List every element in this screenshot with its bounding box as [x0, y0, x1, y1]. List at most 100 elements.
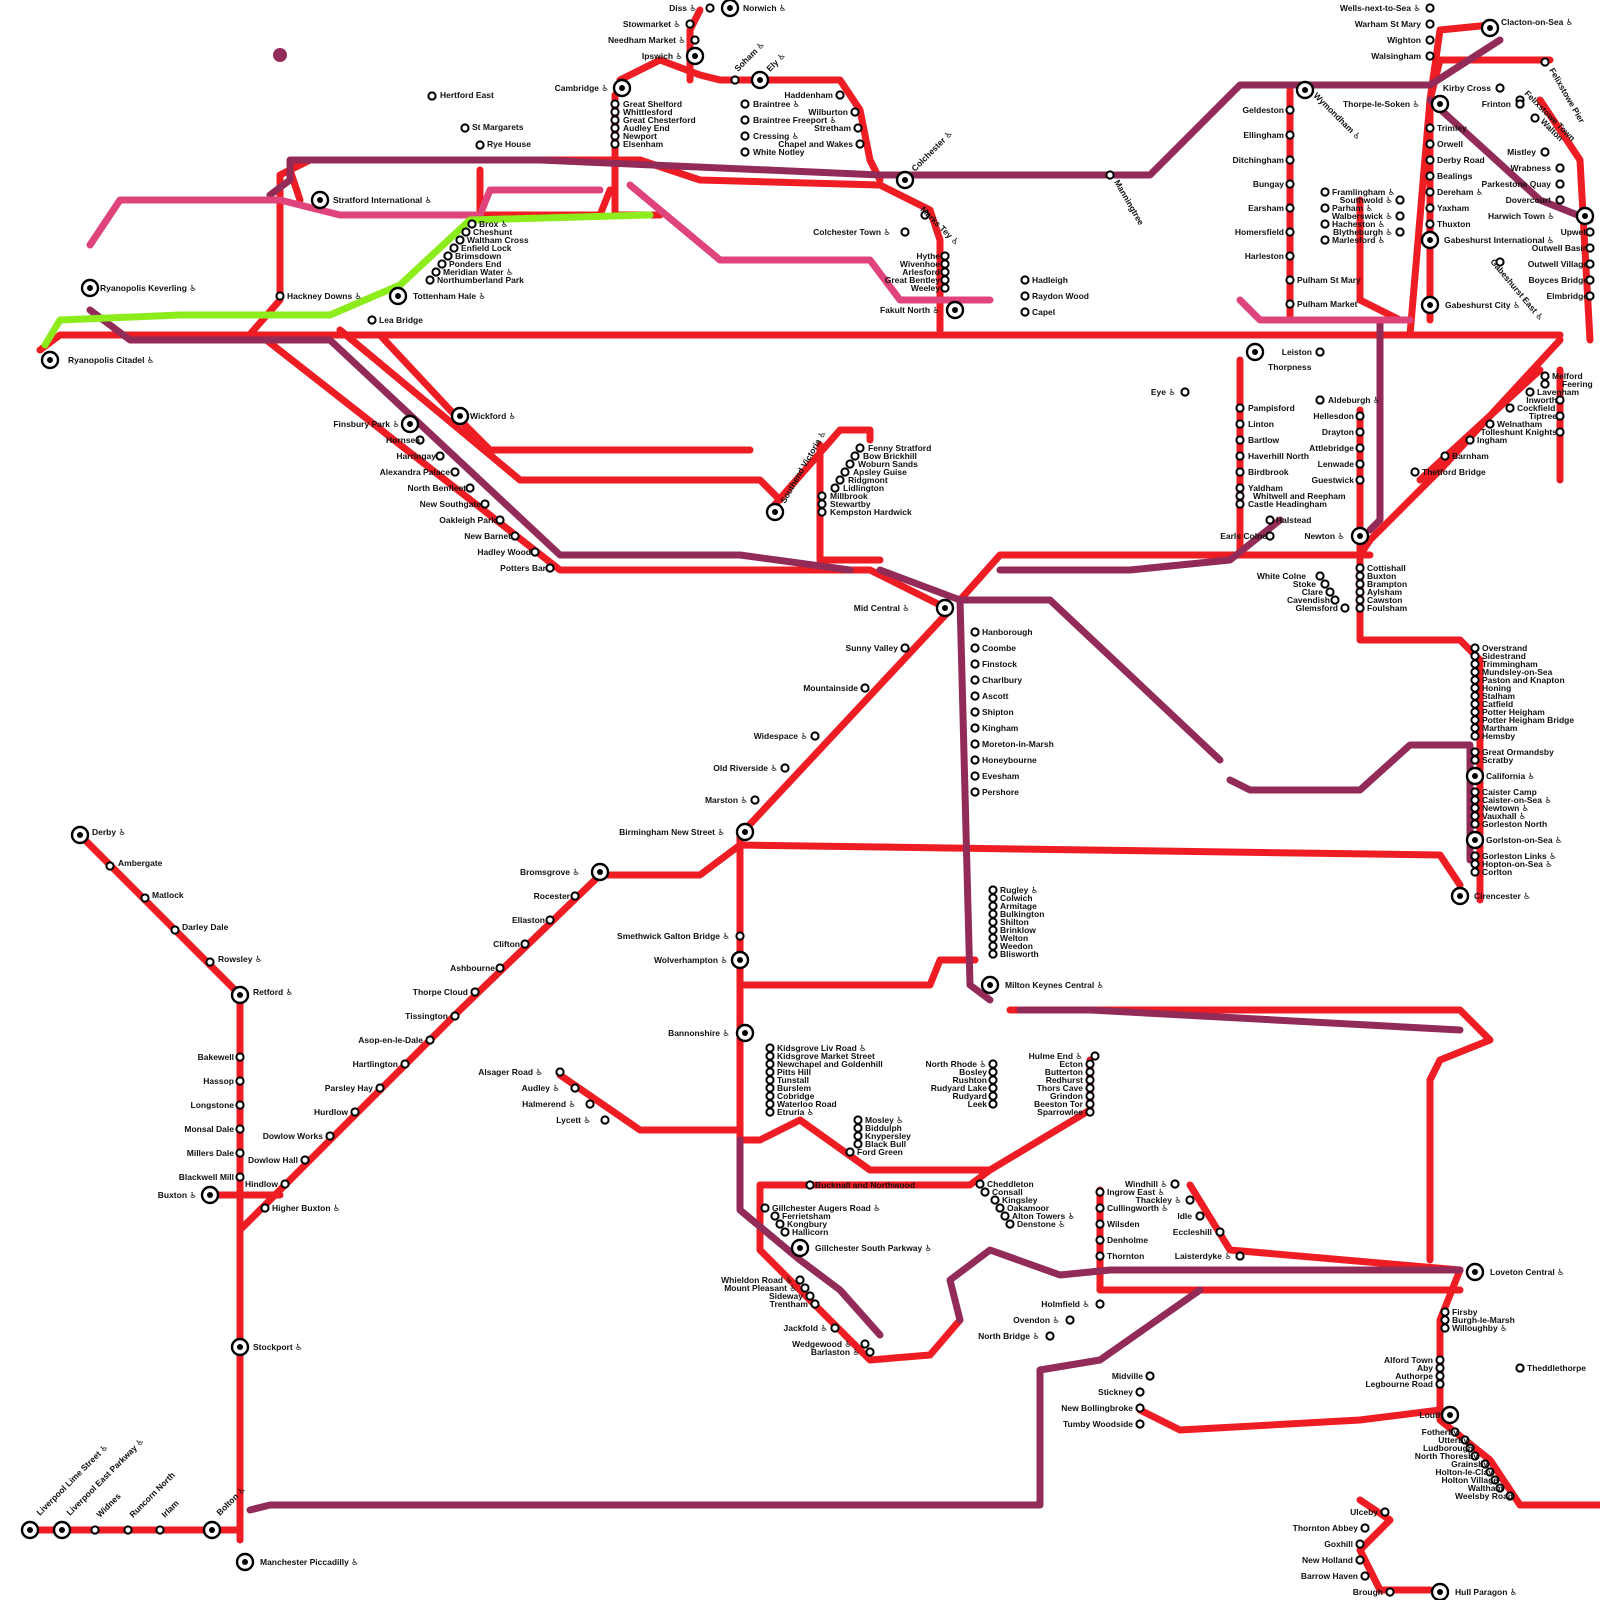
station-label-cambridge: Cambridge ♿ — [555, 83, 609, 93]
station-capel — [1020, 307, 1030, 317]
station-label-mundesley: Mundsley-on-Sea — [1482, 667, 1553, 677]
red-hull-line — [1356, 1496, 1434, 1594]
station-feering — [1540, 379, 1550, 389]
station-liverpooleast — [52, 1520, 72, 1540]
station-hemsby — [1470, 731, 1480, 741]
station-label-haverhill: Haverhill North — [1248, 451, 1309, 461]
station-label-coombe: Coombe — [982, 643, 1016, 653]
station-label-hartlington: Hartlington — [353, 1059, 398, 1069]
station-weelsby — [1505, 1491, 1515, 1501]
station-label-armitage: Armitage — [1000, 901, 1037, 911]
station-label-brox: Brox ♿ — [479, 219, 508, 229]
station-label-stretham: Stretham — [814, 123, 851, 133]
station-blackbull — [853, 1139, 863, 1149]
station-armitage — [988, 901, 998, 911]
red-derby-line — [76, 831, 244, 999]
station-bulkington — [988, 909, 998, 919]
station-label-foulsham: Foulsham — [1367, 603, 1408, 613]
station-label-midcentral: Mid Central ♿ — [854, 603, 910, 613]
station-caistercamp — [1470, 787, 1480, 797]
station-brampton — [1355, 579, 1365, 589]
station-label-longstone: Longstone — [191, 1100, 235, 1110]
station-label-hemsby: Hemsby — [1482, 731, 1515, 741]
station-waterloo — [765, 1099, 775, 1109]
station-sunnyvalley — [900, 643, 910, 653]
station-blytheburgh — [1395, 227, 1405, 237]
station-parkestone — [1555, 179, 1565, 189]
station-label-thorntonabbey: Thornton Abbey — [1293, 1523, 1359, 1533]
station-label-lidlington: Lidlington — [843, 483, 884, 493]
station-trimmingham — [1470, 659, 1480, 669]
station-label-moreton: Moreton-in-Marsh — [982, 739, 1054, 749]
station-label-bakewell: Bakewell — [198, 1052, 234, 1062]
station-thorscave — [1085, 1083, 1095, 1093]
station-label-overstrand: Overstrand — [1482, 643, 1527, 653]
station-catfield — [1470, 699, 1480, 709]
marker-dot — [273, 48, 287, 62]
station-bosley — [988, 1067, 998, 1077]
station-yaldham — [1235, 483, 1245, 493]
station-hurdlow — [350, 1107, 360, 1117]
station-label-cheshunt: Cheshunt — [473, 227, 512, 237]
station-label-wrabness: Wrabness — [1511, 163, 1552, 173]
station-aldeburgh — [1315, 395, 1325, 405]
station-charlbury — [970, 675, 980, 685]
station-label-aby: Aby — [1417, 1363, 1433, 1373]
station-northbenfleet — [465, 483, 475, 493]
station-consall — [980, 1187, 990, 1197]
station-goxhill — [1355, 1539, 1365, 1549]
station-label-stockport: Stockport ♿ — [253, 1342, 303, 1352]
station-authorpe — [1435, 1371, 1445, 1381]
station-chapelwakes — [855, 139, 865, 149]
station-label-higherbuxton: Higher Buxton ♿ — [272, 1203, 341, 1213]
station-label-aylsham: Aylsham — [1367, 587, 1403, 597]
station-manpicc — [235, 1552, 255, 1572]
station-lovetoncentral — [1465, 1262, 1485, 1282]
station-midville — [1145, 1371, 1155, 1381]
purple-gorleston-link — [1226, 741, 1474, 864]
station-bolton — [202, 1520, 222, 1540]
station-hythe — [940, 251, 950, 261]
station-clare — [1325, 587, 1335, 597]
station-label-authorpe: Authorpe — [1395, 1371, 1433, 1381]
station-midcentral — [935, 598, 955, 618]
station-label-mistley: Mistley — [1507, 147, 1536, 157]
station-utterby — [1460, 1435, 1470, 1445]
red-thetford-line — [1416, 366, 1544, 484]
station-marlesford — [1320, 235, 1330, 245]
station-frinton — [1515, 99, 1525, 109]
station-northbridge — [1045, 1331, 1055, 1341]
station-widnes — [90, 1525, 100, 1535]
station-label-weedon: Weedon — [1000, 941, 1033, 951]
station-label-ingrow: Ingrow East ♿ — [1107, 1187, 1165, 1197]
station-brinklow — [988, 925, 998, 935]
station-fakultnorth — [945, 300, 965, 320]
station-label-darleydale: Darley Dale — [182, 922, 229, 932]
station-ashbourne — [495, 963, 505, 973]
station-whieldon — [795, 1275, 805, 1285]
station-rocester — [570, 891, 580, 901]
station-idle — [1195, 1211, 1205, 1221]
station-label-hellesdon: Hellesdon — [1313, 411, 1354, 421]
station-pottersbar — [545, 563, 555, 573]
station-thorntonabbey — [1360, 1523, 1370, 1533]
station-label-trentham: Trentham — [770, 1299, 809, 1309]
station-pittshill — [765, 1067, 775, 1077]
station-hindlow — [280, 1179, 290, 1189]
station-weedon — [988, 941, 998, 951]
station-label-ashbourne: Ashbourne — [450, 963, 495, 973]
station-bowbrickhill — [850, 451, 860, 461]
station-labels: Wells-next-to-Sea ♿Warham St MaryWighton… — [34, 3, 1592, 1597]
station-label-bealings: Bealings — [1437, 171, 1473, 181]
station-label-leabridge: Lea Bridge — [379, 315, 423, 325]
station-hullparagon — [1430, 1582, 1450, 1600]
station-label-soham: Soham ♿ — [732, 39, 766, 73]
station-label-ellingham: Ellingham — [1243, 130, 1284, 140]
station-label-holtonvillage: Holton Village — [1441, 1475, 1498, 1485]
station-widespace — [810, 731, 820, 741]
station-walthamcross — [455, 235, 465, 245]
station-label-diss: Diss ♿ — [669, 3, 697, 13]
station-ipswich — [685, 46, 705, 66]
station-label-butterton: Butterton — [1045, 1067, 1083, 1077]
station-label-capel: Capel — [1032, 307, 1055, 317]
